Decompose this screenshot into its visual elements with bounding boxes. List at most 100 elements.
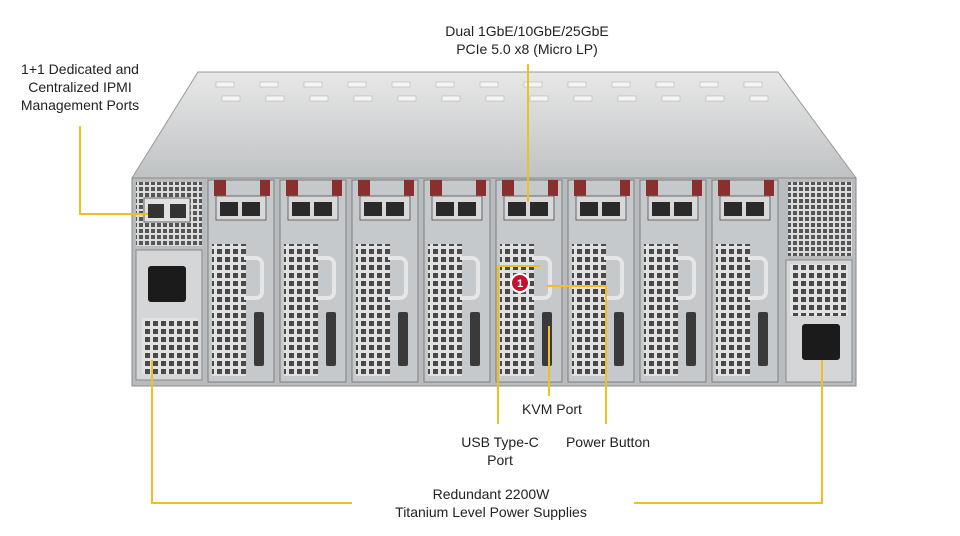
kvm-connector <box>614 312 624 366</box>
sled-vent <box>500 244 534 376</box>
sled-vent <box>428 244 462 376</box>
sled-handle <box>532 256 552 300</box>
ipmi-label-line-1: 1+1 Dedicated and <box>21 61 139 77</box>
top-vent-slot <box>259 81 279 88</box>
sled-latch <box>332 180 342 196</box>
leader-lines <box>79 64 823 504</box>
sled-latch <box>646 180 658 196</box>
top-vent-slot <box>749 95 769 102</box>
top-vent-slot <box>353 95 373 102</box>
top-vent-slot <box>617 95 637 102</box>
psu-fan-left <box>142 318 198 374</box>
node-sled <box>639 179 707 383</box>
top-vent-slot <box>441 95 461 102</box>
kvm-label: KVM Port <box>510 400 594 418</box>
top-vent-slot <box>743 81 763 88</box>
node-sled <box>351 179 419 383</box>
sled-latch <box>358 180 370 196</box>
kvm-connector <box>542 312 552 366</box>
kvm-connector <box>326 312 336 366</box>
ipmi-label: 1+1 Dedicated and Centralized IPMI Manag… <box>6 60 154 114</box>
usb-label: USB Type-C Port <box>448 433 552 469</box>
top-vent-slot <box>523 81 543 88</box>
rj45-port <box>242 202 260 216</box>
power-inlet-left <box>148 266 186 302</box>
top-vent-slot <box>479 81 499 88</box>
top-vent-slot <box>661 95 681 102</box>
node-sled <box>207 179 275 383</box>
rj45-port <box>508 202 526 216</box>
top-vent-slot <box>221 95 241 102</box>
top-vent-slot <box>215 81 235 88</box>
top-vent-slot <box>705 95 725 102</box>
leader-usb <box>497 265 540 424</box>
top-vent-slot <box>309 95 329 102</box>
leader-psu-right <box>634 360 823 504</box>
rj45-port <box>652 202 670 216</box>
rj45-port <box>580 202 598 216</box>
sled-latch <box>260 180 270 196</box>
psu-label-line-1: Redundant 2200W <box>432 486 550 502</box>
top-vent-slot <box>573 95 593 102</box>
kvm-connector <box>470 312 480 366</box>
sled-handle <box>604 256 624 300</box>
leader-power-button <box>546 285 607 424</box>
sled-latch <box>692 180 702 196</box>
ipmi-label-line-2: Centralized IPMI <box>28 79 132 95</box>
callout-badge-number: 1 <box>517 278 523 290</box>
kvm-label-line-1: KVM Port <box>522 401 582 417</box>
sled-handle <box>388 256 408 300</box>
network-label-line-1: Dual 1GbE/10GbE/25GbE <box>445 23 609 39</box>
sled-handle <box>676 256 696 300</box>
sled-latch <box>548 180 558 196</box>
rj45-port <box>292 202 310 216</box>
sled-latch <box>502 180 514 196</box>
chassis-top <box>131 71 857 179</box>
rj45-port <box>724 202 742 216</box>
rj45-port <box>602 202 620 216</box>
top-vent-slot <box>347 81 367 88</box>
sled-latch <box>404 180 414 196</box>
network-label: Dual 1GbE/10GbE/25GbE PCIe 5.0 x8 (Micro… <box>420 22 634 58</box>
top-vent-slot <box>391 81 411 88</box>
top-vents <box>215 81 769 102</box>
top-vent-slot <box>435 81 455 88</box>
kvm-connector <box>254 312 264 366</box>
top-vent-slot <box>655 81 675 88</box>
rj45-port <box>314 202 332 216</box>
sled-handle <box>244 256 264 300</box>
vent-right <box>788 182 852 256</box>
power-button-label-line-1: Power Button <box>565 434 651 450</box>
rj45-port <box>386 202 404 216</box>
top-vent-slot <box>529 95 549 102</box>
top-vent-slot <box>303 81 323 88</box>
top-vent-slot <box>265 95 285 102</box>
sled-handle <box>748 256 768 300</box>
sled-latch <box>430 180 442 196</box>
rj45-port <box>220 202 238 216</box>
psu-fan-right <box>790 264 848 316</box>
top-vent-slot <box>397 95 417 102</box>
top-vent-slot <box>699 81 719 88</box>
sled-latch <box>286 180 298 196</box>
kvm-connector <box>686 312 696 366</box>
sled-latch <box>718 180 730 196</box>
callout-badge <box>510 273 530 293</box>
kvm-connector <box>758 312 768 366</box>
network-label-line-2: PCIe 5.0 x8 (Micro LP) <box>456 41 598 57</box>
power-inlet-right <box>802 324 840 360</box>
sled-latch <box>476 180 486 196</box>
leader-psu-left <box>151 360 352 504</box>
usb-label-line-1: USB Type-C <box>461 434 539 450</box>
node-sled <box>423 179 491 383</box>
rj45-port <box>530 202 548 216</box>
sled-latch <box>574 180 586 196</box>
rj45-port <box>746 202 764 216</box>
ipmi-label-line-3: Management Ports <box>20 97 140 113</box>
sled-handle <box>460 256 480 300</box>
power-button-label: Power Button <box>556 433 660 451</box>
rj45-port <box>364 202 382 216</box>
top-vent-slot <box>611 81 631 88</box>
node-sled <box>711 179 779 383</box>
